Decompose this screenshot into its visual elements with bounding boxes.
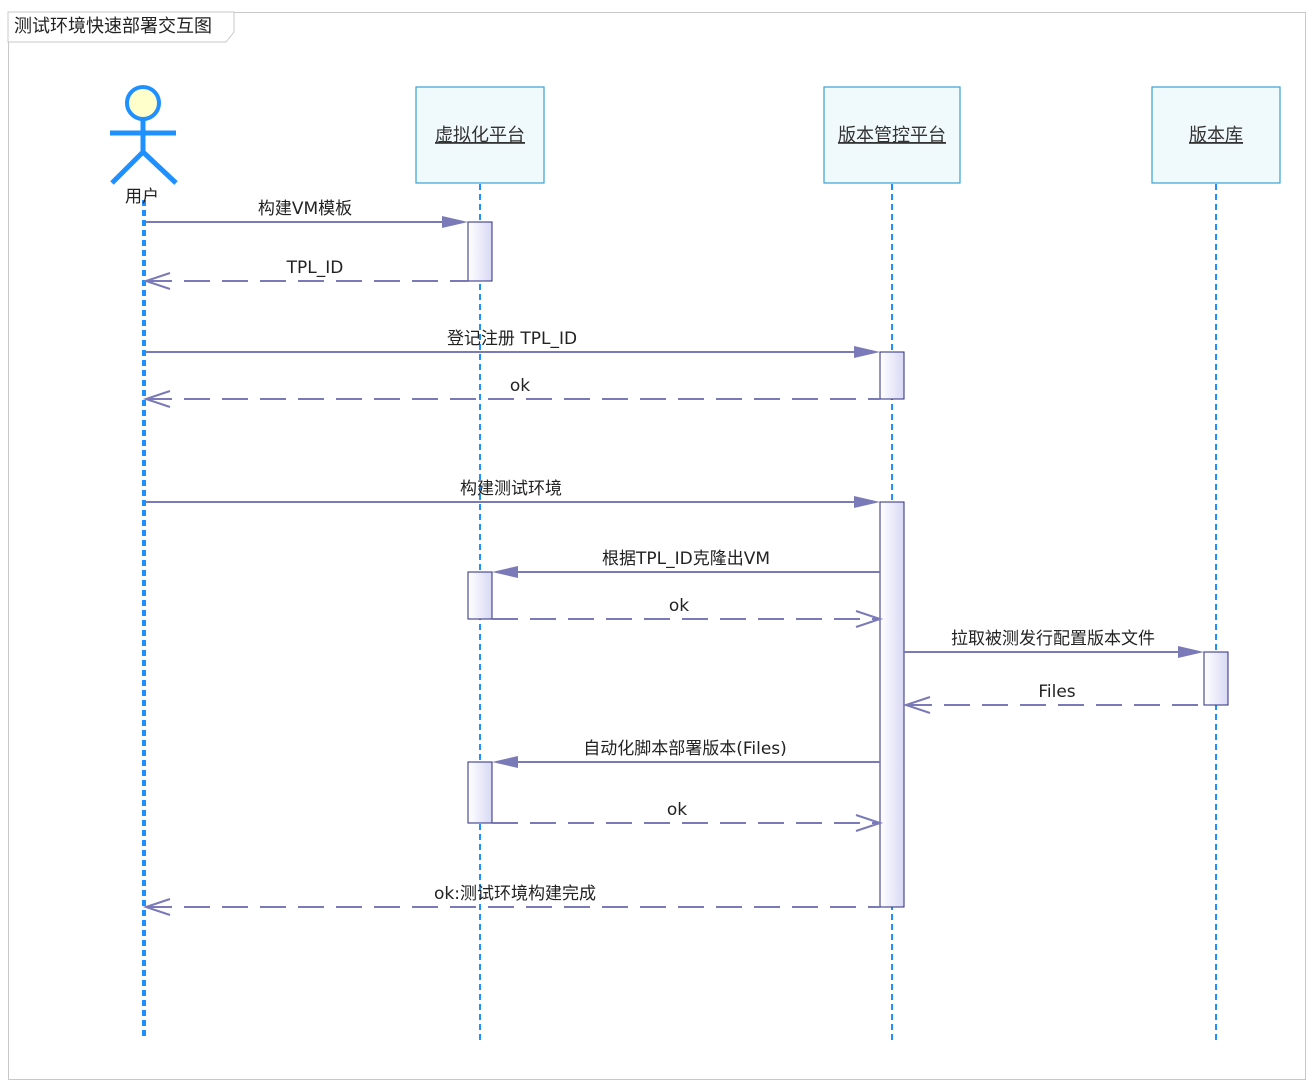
actor-label: 用户 bbox=[125, 187, 159, 207]
message-label-12: ok:测试环境构建完成 bbox=[434, 884, 596, 904]
diagram-frame bbox=[8, 12, 1306, 1080]
lane-label-virt: 虚拟化平台 bbox=[435, 125, 525, 146]
message-6: 根据TPL_ID克隆出VM bbox=[492, 549, 880, 578]
actor-head bbox=[125, 85, 161, 121]
activation-virt-2 bbox=[467, 571, 493, 620]
activations bbox=[467, 221, 1229, 908]
message-label-8: 拉取被测发行配置版本文件 bbox=[951, 629, 1155, 649]
message-7: ok bbox=[492, 596, 884, 628]
lane-label-ver: 版本管控平台 bbox=[838, 125, 946, 146]
message-12: ok:测试环境构建完成 bbox=[142, 884, 880, 916]
message-11: ok bbox=[492, 800, 884, 832]
activation-virt-3 bbox=[467, 761, 493, 824]
message-label-11: ok bbox=[667, 800, 687, 820]
message-10: 自动化脚本部署版本(Files) bbox=[492, 739, 880, 768]
lane-label-repo: 版本库 bbox=[1189, 125, 1243, 146]
message-2: TPL_ID bbox=[142, 258, 468, 290]
message-3: 登记注册 TPL_ID bbox=[146, 329, 880, 358]
lane-header-repo[interactable]: 版本库 bbox=[1151, 86, 1281, 184]
message-8: 拉取被测发行配置版本文件 bbox=[904, 629, 1204, 658]
lane-header-virt[interactable]: 虚拟化平台 bbox=[415, 86, 545, 184]
message-label-1: 构建VM模板 bbox=[258, 199, 352, 219]
activation-repo-1 bbox=[1203, 651, 1229, 706]
message-label-6: 根据TPL_ID克隆出VM bbox=[602, 549, 770, 569]
message-label-3: 登记注册 TPL_ID bbox=[447, 329, 577, 349]
activation-ver-2 bbox=[879, 501, 905, 908]
message-9: Files bbox=[902, 682, 1204, 714]
message-label-5: 构建测试环境 bbox=[460, 479, 562, 499]
actor-right-leg bbox=[141, 150, 178, 185]
message-4: ok bbox=[142, 376, 880, 408]
activation-virt-1 bbox=[467, 221, 493, 282]
actor-left-leg bbox=[110, 150, 145, 185]
message-1: 构建VM模板 bbox=[146, 199, 468, 228]
messages: 构建VM模板 TPL_ID 登记注册 TPL_ID ok 构建测试环境 bbox=[142, 199, 1204, 916]
activation-ver-1 bbox=[879, 351, 905, 400]
message-label-4: ok bbox=[510, 376, 530, 396]
message-label-10: 自动化脚本部署版本(Files) bbox=[583, 739, 787, 759]
message-label-2: TPL_ID bbox=[286, 258, 344, 278]
diagram-title-tab: 测试环境快速部署交互图 bbox=[7, 11, 235, 43]
message-label-9: Files bbox=[1038, 682, 1075, 702]
diagram-title: 测试环境快速部署交互图 bbox=[14, 16, 212, 37]
message-5: 构建测试环境 bbox=[146, 479, 880, 508]
message-label-7: ok bbox=[669, 596, 689, 616]
actor-user: 用户 bbox=[110, 85, 178, 207]
lane-header-ver[interactable]: 版本管控平台 bbox=[823, 86, 961, 184]
